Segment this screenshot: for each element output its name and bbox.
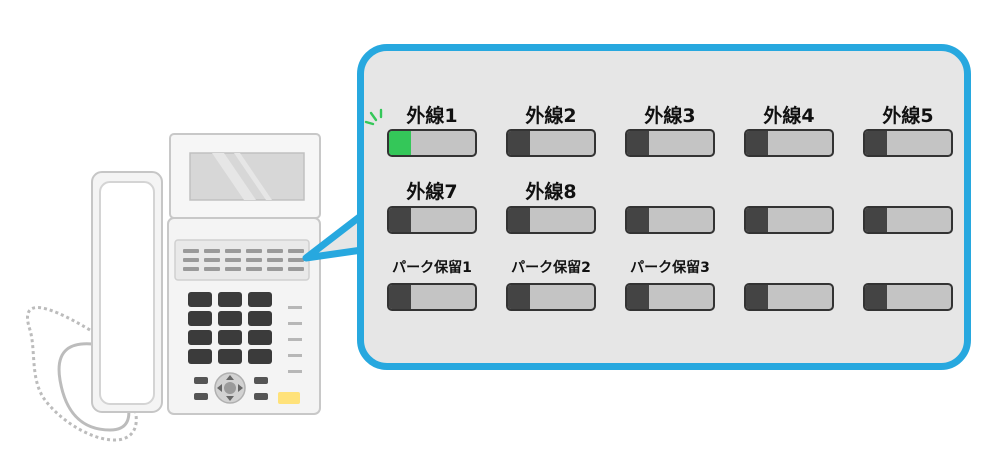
lamp-off-indicator [508, 208, 530, 232]
line-key-button[interactable] [625, 129, 715, 157]
line-key-button[interactable] [387, 283, 477, 311]
key-label: 外線5 [882, 105, 934, 127]
line-key-button[interactable] [625, 283, 715, 311]
lamp-off-indicator [865, 131, 887, 155]
lamp-blink-icon [364, 108, 383, 126]
lamp-off-indicator [389, 208, 411, 232]
lamp-off-indicator [389, 285, 411, 309]
lamp-off-indicator [746, 285, 768, 309]
phone-body [167, 133, 321, 415]
line-key-button[interactable] [744, 206, 834, 234]
line-key-button[interactable] [863, 206, 953, 234]
line-key-button[interactable] [863, 129, 953, 157]
lamp-off-indicator [627, 208, 649, 232]
desk-phone-icon [26, 133, 321, 442]
lamp-off-indicator [627, 131, 649, 155]
lamp-off-indicator [508, 131, 530, 155]
line-key-button[interactable] [744, 129, 834, 157]
key-label: パーク保留2 [511, 260, 591, 276]
line-key-button[interactable] [744, 283, 834, 311]
key-label: 外線1 [406, 105, 458, 127]
phone-cord [26, 306, 138, 442]
lamp-off-indicator [865, 208, 887, 232]
key-label: 外線3 [644, 105, 696, 127]
lamp-off-indicator [508, 285, 530, 309]
key-label: 外線2 [525, 105, 577, 127]
line-key-button[interactable] [506, 129, 596, 157]
lamp-off-indicator [865, 285, 887, 309]
lamp-off-indicator [746, 131, 768, 155]
lamp-off-indicator [627, 285, 649, 309]
line-key-button[interactable] [625, 206, 715, 234]
line-key-button[interactable] [506, 206, 596, 234]
lamp-off-indicator [746, 208, 768, 232]
key-label: パーク保留3 [630, 260, 710, 276]
lamp-on-indicator [389, 131, 411, 155]
handset [91, 171, 163, 413]
key-label: 外線8 [525, 181, 577, 203]
line-key-panel: 外線1 外線2 外線3 外線4 外線5 外線7 外線8 パーク保留1 パーク保留2 パーク保留3 [357, 44, 971, 370]
line-key-button[interactable] [506, 283, 596, 311]
key-label: 外線7 [406, 181, 458, 203]
line-key-button-lit[interactable] [387, 129, 477, 157]
line-key-button[interactable] [863, 283, 953, 311]
key-label: パーク保留1 [392, 260, 472, 276]
key-label: 外線4 [763, 105, 815, 127]
line-key-button[interactable] [387, 206, 477, 234]
